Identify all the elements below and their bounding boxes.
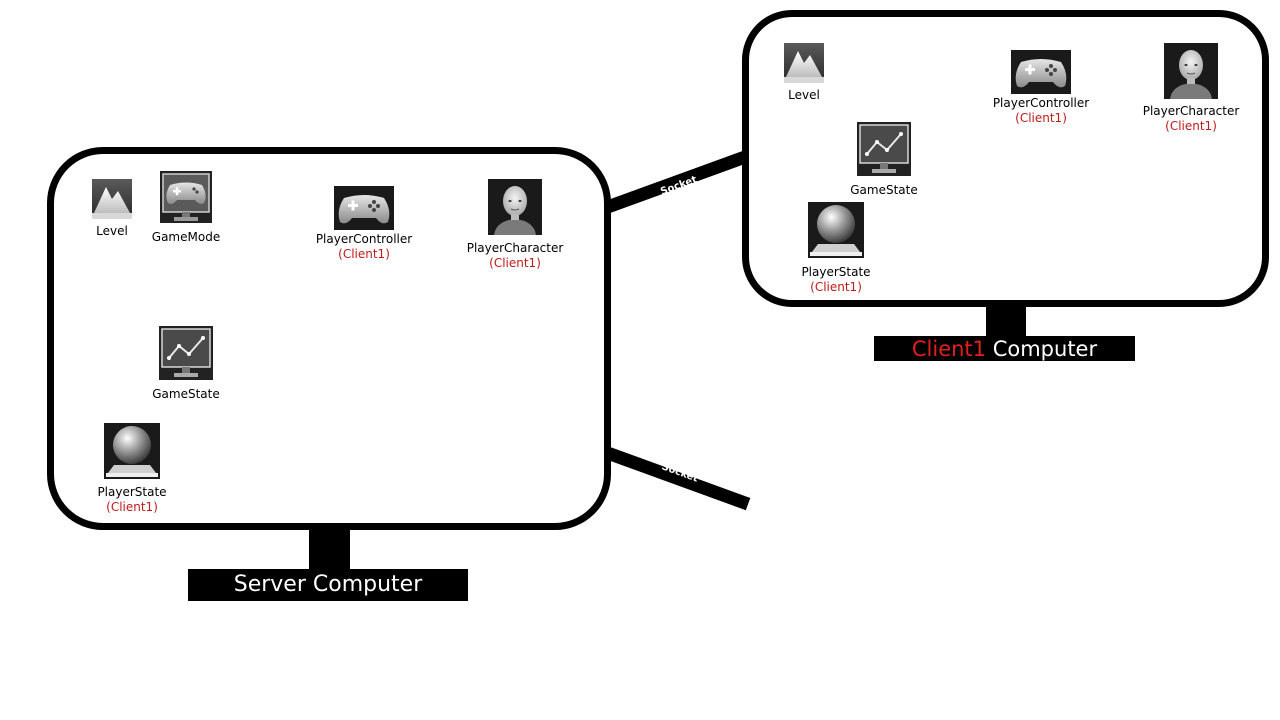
client-base-label: Client1 Computer: [874, 336, 1135, 361]
client-base-text-red: Client1: [911, 337, 987, 361]
client-monitor-stand: [986, 305, 1026, 339]
server-gamestate-label: GameState: [152, 387, 220, 401]
client-playercharacter: PlayerCharacter (Client1): [1136, 43, 1246, 134]
server-playercharacter: PlayerCharacter (Client1): [460, 179, 570, 271]
gamepad-icon: [1011, 50, 1071, 94]
server-playercontroller-sub: Client1: [342, 247, 386, 261]
server-base-label: Server Computer: [188, 569, 468, 601]
gamemode-icon: [160, 171, 212, 223]
server-gamestate: GameState: [146, 326, 226, 402]
client-gamestate: GameState: [844, 122, 924, 198]
client-playerstate: PlayerState (Client1): [796, 202, 876, 295]
gamepad-icon: [334, 186, 394, 230]
client-playercontroller: PlayerController (Client1): [986, 50, 1096, 126]
client-gamestate-label: GameState: [850, 183, 918, 197]
character-icon: [488, 179, 542, 235]
server-playerstate-sub: Client1: [110, 500, 154, 514]
gamestate-icon: [857, 122, 911, 176]
server-playerstate: PlayerState (Client1): [92, 423, 172, 515]
client-playercharacter-label: PlayerCharacter: [1142, 104, 1240, 118]
client-playercontroller-label: PlayerController: [992, 96, 1090, 110]
server-playercontroller-label: PlayerController: [315, 232, 413, 246]
client-playercontroller-sub: Client1: [1019, 111, 1063, 125]
server-playercharacter-label: PlayerCharacter: [466, 241, 564, 255]
server-playercharacter-sub: Client1: [493, 256, 537, 270]
playerstate-icon: [808, 202, 864, 258]
socket-link-bottom: [606, 447, 751, 511]
server-gamemode: GameMode: [146, 171, 226, 245]
server-level-label: Level: [96, 224, 128, 238]
level-icon: [92, 179, 132, 219]
server-base-text: Server Computer: [233, 572, 423, 597]
client-playerstate-label: PlayerState: [801, 265, 871, 279]
server-monitor-stand: [309, 528, 350, 572]
client-playerstate-sub: Client1: [814, 280, 858, 294]
server-gamemode-label: GameMode: [151, 230, 221, 244]
playerstate-icon: [104, 423, 160, 479]
character-icon: [1164, 43, 1218, 99]
gamestate-icon: [159, 326, 213, 380]
client-level: Level: [776, 43, 832, 103]
client-playercharacter-sub: Client1: [1169, 119, 1213, 133]
level-icon: [784, 43, 824, 83]
server-playerstate-label: PlayerState: [97, 485, 167, 499]
server-level: Level: [84, 179, 140, 239]
client-level-label: Level: [788, 88, 820, 102]
client-base-text-rest: Computer: [986, 337, 1098, 361]
server-playercontroller: PlayerController (Client1): [309, 186, 419, 262]
